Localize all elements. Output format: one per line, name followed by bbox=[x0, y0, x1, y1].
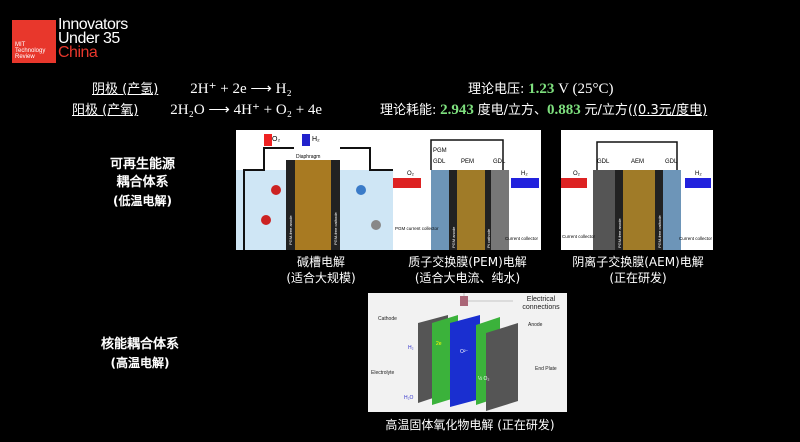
current-collector-label: Current collector bbox=[562, 234, 596, 239]
caption-line: (适合大电流、纯水) bbox=[414, 271, 521, 285]
oxide-ion-label: O²⁻ bbox=[460, 349, 469, 355]
renewable-line: 可再生能源 bbox=[109, 157, 175, 172]
pem-label: PEM bbox=[461, 159, 474, 165]
logo-line: Innovators bbox=[58, 16, 128, 33]
h2-label: H₂ bbox=[695, 171, 702, 177]
h2-label: H₂ bbox=[312, 136, 320, 143]
gdl-label: GDL bbox=[597, 159, 610, 165]
logo-badge-line: Technology bbox=[15, 48, 46, 54]
gdl-label: GDL bbox=[433, 159, 446, 165]
voltage-label: 理论电压: bbox=[468, 82, 525, 97]
soec-caption: 高温固体氧化物电解 (正在研发) bbox=[385, 418, 555, 432]
o2-label: ½ O₂ bbox=[478, 375, 489, 382]
theoretical-energy: 理论耗能: 2.943 度电/立方、0.883 元/立方((0.3元/度电) bbox=[380, 99, 707, 119]
anode-label: 阳极 (产氧) bbox=[72, 103, 139, 118]
o2-label: O₂ bbox=[407, 171, 415, 177]
soec-diagram: Cathode Anode Electrolyte End Plate H₂ H… bbox=[368, 293, 567, 412]
gdl-label: GDL bbox=[665, 159, 678, 165]
cathode-label: Cathode bbox=[378, 316, 397, 322]
nuclear-label: 核能耦合体系 (高温电解) bbox=[90, 336, 190, 372]
renewable-line: (低温电解) bbox=[113, 194, 172, 208]
anode-label: PGM-free anode bbox=[288, 215, 293, 245]
voltage-unit: V (25°C) bbox=[558, 81, 614, 97]
alkaline-caption: 碱槽电解 (适合大规模) bbox=[236, 254, 406, 286]
gdl-label: GDL bbox=[493, 159, 506, 165]
cathode-label: Pt cathode bbox=[486, 228, 491, 248]
cathode-label: 阴极 (产氢) bbox=[92, 82, 159, 97]
cost-note: (0.3元/度电) bbox=[632, 103, 708, 118]
electrical-connections-label: Electrical connections bbox=[522, 296, 560, 311]
anode-label: PGM anode bbox=[451, 226, 456, 248]
energy-label: 理论耗能: bbox=[380, 103, 437, 118]
caption-line: (适合大规模) bbox=[286, 271, 356, 285]
pem-diagram: PGM GDL PEM GDL O₂ H₂ PGM current collec… bbox=[393, 130, 541, 250]
renewable-label: 可再生能源耦合体系 (低温电解) bbox=[95, 156, 190, 210]
caption-line: 质子交换膜(PEM)电解 bbox=[408, 255, 527, 269]
nuclear-line: 核能耦合体系 bbox=[100, 337, 179, 352]
cost-unit: 元/立方( bbox=[584, 103, 633, 118]
logo-badge-line: Review bbox=[15, 54, 35, 60]
current-collector-label: Current collector bbox=[679, 236, 713, 241]
energy-unit: 度电/立方、 bbox=[477, 103, 548, 118]
electrolyte-label: Electrolyte bbox=[371, 370, 395, 376]
caption-line: 碱槽电解 bbox=[296, 255, 345, 269]
h2-label: H₂ bbox=[521, 171, 528, 177]
current-collector-label: PGM current collector bbox=[395, 226, 439, 231]
nuclear-line: (高温电解) bbox=[110, 356, 170, 370]
electron-label: 2e bbox=[436, 341, 442, 347]
theoretical-voltage: 理论电压: 1.23 V (25°C) bbox=[468, 78, 613, 98]
alkaline-diagram: O₂ H₂ Diaphragm PGM-free anode PGM-free … bbox=[236, 130, 406, 250]
logo-badge-line: MIT bbox=[15, 42, 26, 48]
current-collector-label: Current collector bbox=[505, 236, 539, 241]
anode-label: Anode bbox=[528, 322, 543, 328]
cathode-equation: 阴极 (产氢) 2H⁺ + 2e ⟶ H₂ bbox=[92, 78, 292, 98]
logo-line: China bbox=[58, 44, 98, 61]
end-plate-label: End Plate bbox=[535, 366, 557, 372]
h2-label: H₂ bbox=[408, 345, 414, 351]
caption-line: (正在研发) bbox=[609, 271, 667, 285]
cathode-reaction: 2H⁺ + 2e ⟶ H₂ bbox=[190, 81, 292, 97]
energy-value: 2.943 bbox=[440, 102, 474, 118]
diaphragm-label: Diaphragm bbox=[296, 154, 320, 160]
aem-diagram: GDL AEM GDL O₂ H₂ Current collector Curr… bbox=[561, 130, 713, 250]
renewable-line: 耦合体系 bbox=[116, 175, 169, 190]
caption-line: 阴离子交换膜(AEM)电解 bbox=[572, 255, 704, 269]
aem-caption: 阴离子交换膜(AEM)电解 (正在研发) bbox=[548, 254, 728, 286]
aem-label: AEM bbox=[631, 159, 644, 165]
o2-label: O₂ bbox=[573, 171, 581, 177]
anode-label: PGM-free anode bbox=[617, 218, 622, 248]
o2-label: O₂ bbox=[272, 136, 280, 143]
anode-equation: 阳极 (产氧) 2H₂O ⟶ 4H⁺ + O₂ + 4e bbox=[72, 99, 322, 119]
cathode-label: PGM-free cathode bbox=[657, 215, 662, 248]
voltage-value: 1.23 bbox=[528, 81, 555, 97]
cathode-label: PGM-free cathode bbox=[333, 212, 338, 245]
h2o-label: H₂O bbox=[404, 395, 414, 401]
pem-caption: 质子交换膜(PEM)电解 (适合大电流、纯水) bbox=[380, 254, 555, 286]
logo-line: Under 35 bbox=[58, 30, 120, 47]
cost-value: 0.883 bbox=[547, 102, 581, 118]
anode-reaction: 2H₂O ⟶ 4H⁺ + O₂ + 4e bbox=[170, 102, 323, 118]
pgm-label: PGM bbox=[433, 148, 447, 154]
